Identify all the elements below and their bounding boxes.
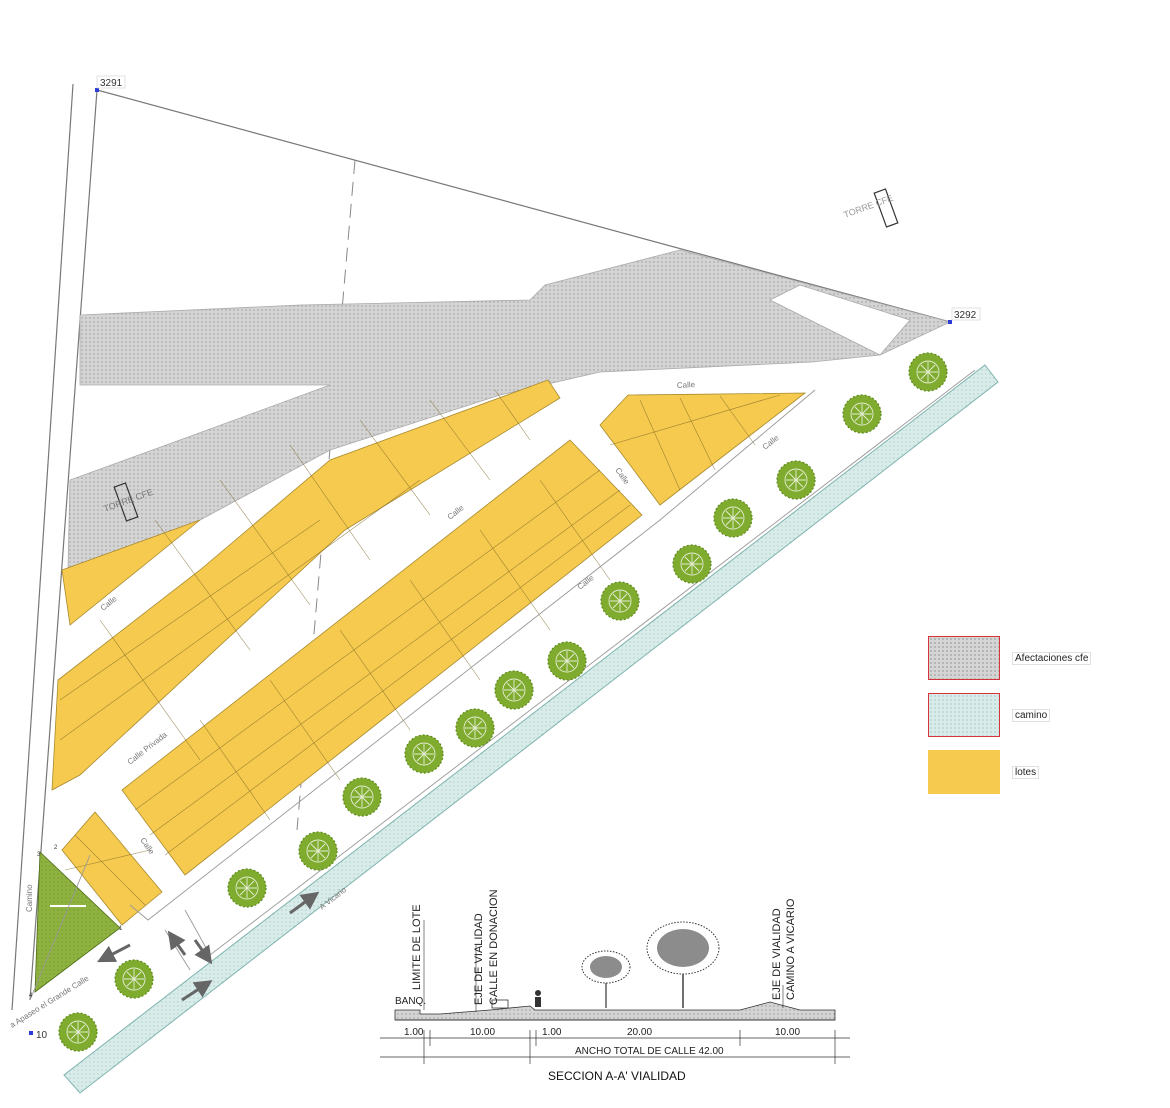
tree-icon — [776, 460, 816, 500]
legend-label: lotes — [1012, 766, 1040, 779]
arrow-icon — [97, 943, 131, 963]
legend-item-lotes: lotes — [928, 750, 1148, 807]
street-label: Calle — [613, 466, 631, 487]
car-icon — [491, 999, 509, 1009]
street-label: Calle — [446, 503, 466, 522]
corner-label: 3 — [37, 852, 41, 858]
point-label-3291: 3291 — [100, 78, 123, 89]
traffic-arrows — [97, 891, 320, 1002]
point-label-10: 10 — [36, 1030, 48, 1041]
point-marker — [29, 1031, 33, 1035]
tree-icon — [672, 544, 712, 584]
section-label-banq: BANQ. — [395, 996, 426, 1007]
tree-icon — [342, 777, 382, 817]
tree-icon — [298, 831, 338, 871]
tree-icon — [600, 581, 640, 621]
point-label-3292: 3292 — [954, 310, 977, 321]
arrow-icon — [193, 939, 213, 965]
street-label: Calle — [138, 836, 156, 857]
tree-icon — [842, 394, 882, 434]
section-label: CAMINO A VICARIO — [785, 898, 797, 1000]
dimension-label: 10.00 — [470, 1027, 495, 1038]
section-label: EJE DE VIALIDAD — [771, 908, 783, 1000]
section-tree-icon — [646, 921, 720, 1008]
tree-icon — [455, 708, 495, 748]
legend-item-camino: camino — [928, 693, 1148, 750]
street-label: Calle — [761, 433, 781, 452]
lots-block-right — [599, 392, 807, 506]
dimension-label: 10.00 — [775, 1027, 800, 1038]
lot-blocks — [51, 379, 807, 926]
tree-icon — [713, 498, 753, 538]
dimension-label: 1.00 — [404, 1027, 424, 1038]
tree-icon — [547, 641, 587, 681]
corner-label: 2 — [54, 845, 58, 851]
legend-item-cfe: Afectaciones cfe — [928, 636, 1148, 693]
legend-swatch-camino — [928, 693, 1000, 737]
street-label: Calle — [576, 573, 596, 592]
section-label: CALLE EN DONACION — [488, 889, 500, 1005]
corner-label: 4 — [29, 993, 33, 999]
lot-grid-lines — [59, 389, 781, 906]
tree-icon — [494, 670, 534, 710]
camino-strip — [63, 364, 999, 1094]
legend-label: camino — [1012, 709, 1051, 722]
dimension-label: 1.00 — [542, 1027, 562, 1038]
total-width-label: ANCHO TOTAL DE CALLE 42.00 — [575, 1046, 724, 1057]
section-label: LIMITE DE LOTE — [411, 904, 423, 990]
cfe-notch — [769, 284, 911, 356]
torre-cfe-top-symbol — [873, 188, 899, 228]
lots-block-upper — [51, 379, 561, 791]
camino-label: Camino — [25, 884, 34, 912]
arrow-icon — [289, 891, 320, 915]
street-label: Calle — [677, 380, 696, 390]
section-drawing: LIMITE DE LOTE EJE DE VIALIDAD CALLE EN … — [380, 889, 850, 1083]
legend-swatch-lotes — [928, 750, 1000, 794]
lots-block-upper-tip — [61, 519, 201, 626]
section-label: EJE DE VIALIDAD — [473, 913, 485, 1005]
arrow-icon — [181, 980, 213, 1002]
arrow-icon — [167, 930, 187, 956]
tree-icon — [908, 352, 948, 392]
corner-label: 1 — [119, 926, 123, 932]
point-marker — [948, 320, 952, 324]
person-icon — [535, 990, 541, 996]
tree-icon — [58, 1012, 98, 1052]
section-tree-icon — [581, 950, 631, 1008]
legend-swatch-cfe — [928, 636, 1000, 680]
legend: Afectaciones cfe camino lotes — [928, 636, 1148, 807]
point-marker — [95, 88, 99, 92]
lots-block-center — [121, 439, 643, 876]
tree-icon — [114, 959, 154, 999]
tree-icon — [227, 868, 267, 908]
green-area-donation — [34, 851, 121, 993]
tree-icon — [404, 734, 444, 774]
cfe-affectation-zone — [67, 249, 952, 569]
legend-label: Afectaciones cfe — [1012, 652, 1092, 665]
torre-cfe-left-symbol — [113, 482, 139, 522]
section-title: SECCION A-A' VIALIDAD — [548, 1069, 686, 1083]
dimension-label: 20.00 — [627, 1027, 652, 1038]
